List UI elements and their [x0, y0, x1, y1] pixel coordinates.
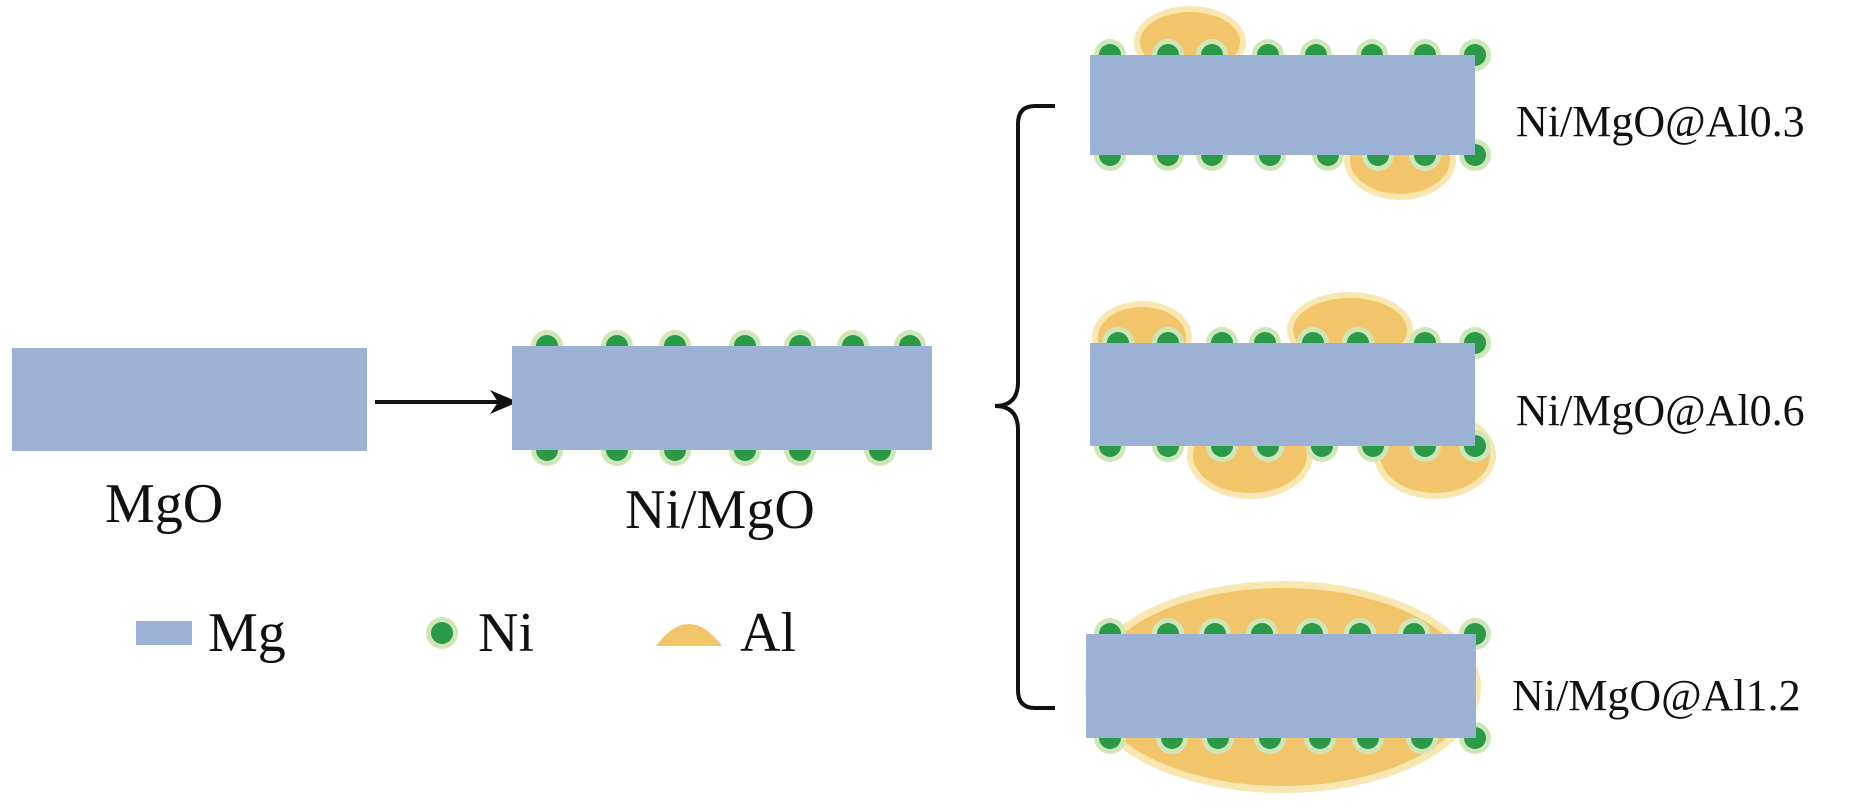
mgo-slab-group: MgO	[12, 348, 367, 535]
ni-mgo-al06-group: Ni/MgO@Al0.6	[1090, 292, 1805, 499]
ni-mgo-slab	[512, 346, 932, 450]
ni-mgo-al12-group: Ni/MgO@Al1.2	[1085, 581, 1801, 793]
legend: Mg Ni Al	[136, 602, 796, 664]
al06-slab	[1090, 343, 1475, 446]
legend-ni-label: Ni	[478, 602, 534, 664]
mgo-slab	[12, 348, 367, 451]
ni-mgo-label: Ni/MgO	[625, 479, 815, 541]
al12-label: Ni/MgO@Al1.2	[1512, 671, 1801, 720]
al03-slab	[1090, 55, 1475, 155]
ni-mgo-group: Ni/MgO	[512, 330, 932, 541]
ni-mgo-al03-group: Ni/MgO@Al0.3	[1090, 6, 1805, 200]
al12-slab	[1086, 634, 1476, 738]
curly-brace	[995, 106, 1055, 708]
legend-al-label: Al	[740, 602, 796, 664]
al03-label: Ni/MgO@Al0.3	[1516, 97, 1805, 146]
process-arrow	[375, 390, 518, 414]
legend-mg-label: Mg	[208, 602, 286, 664]
legend-mg-swatch	[136, 621, 192, 645]
al06-label: Ni/MgO@Al0.6	[1516, 386, 1805, 435]
legend-al-swatch	[656, 624, 722, 646]
legend-ni-swatch	[431, 622, 453, 644]
mgo-label: MgO	[105, 473, 223, 535]
